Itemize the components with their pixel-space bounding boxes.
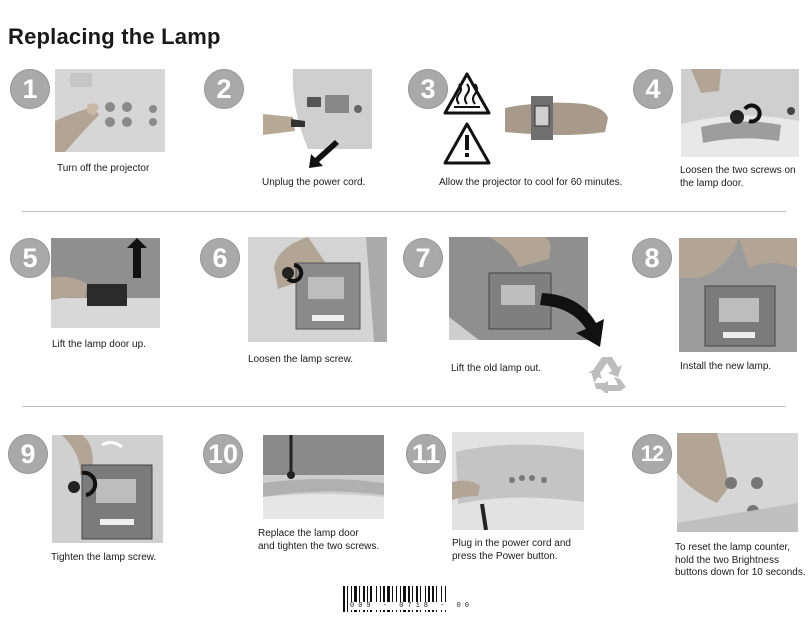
arrow-icon: [540, 293, 604, 347]
recycle-icon: [588, 357, 626, 393]
row-divider: [22, 211, 786, 212]
step-11-photo: [452, 432, 584, 530]
step-2-number: 2: [204, 69, 244, 109]
step-6-caption: Loosen the lamp screw.: [248, 354, 354, 365]
step-11-caption: Plug in the power cord and press the Pow…: [452, 538, 571, 563]
step-1-number: 1: [10, 69, 50, 109]
step-1-photo: [55, 69, 165, 152]
step-10-caption-line: and tighten the two screws.: [258, 540, 380, 552]
step-10-number: 10: [203, 434, 243, 474]
step-3-caption: Allow the projector to cool for 60 minut…: [439, 177, 623, 188]
step-8-caption: Install the new lamp.: [680, 361, 772, 372]
step-12-caption: To reset the lamp counter, hold the two …: [675, 542, 806, 580]
arrow-icon: [309, 140, 339, 168]
step-10-photo: [263, 435, 384, 519]
step-2-caption: Unplug the power cord.: [262, 177, 366, 188]
step-11-number: 11: [406, 434, 446, 474]
step-2-photo: [263, 69, 372, 149]
step-11-caption-line: press the Power button.: [452, 550, 558, 562]
step-12-photo: [677, 433, 798, 532]
step-3-photo: [505, 94, 608, 140]
step-10-caption: Replace the lamp door and tighten the tw…: [258, 528, 379, 553]
step-1-caption: Turn off the projector: [57, 163, 150, 174]
step-12-caption-line: buttons down for 10 seconds.: [675, 567, 806, 578]
step-7-caption: Lift the old lamp out.: [451, 363, 542, 374]
step-12-caption-line: hold the two Brightness: [675, 554, 779, 566]
step-12-caption-line: To reset the lamp counter,: [675, 542, 791, 553]
barcode-number: 009 - 0718 - 00: [348, 602, 476, 610]
row-divider: [22, 406, 786, 407]
step-4-caption-line: Loosen the two screws on: [680, 165, 796, 176]
page-title: Replacing the Lamp: [8, 24, 221, 49]
step-5-number: 5: [10, 238, 50, 278]
step-12-number: 12: [632, 434, 672, 474]
step-9-photo: [52, 435, 163, 543]
step-6-number: 6: [200, 238, 240, 278]
step-4-caption: Loosen the two screws on the lamp door.: [680, 165, 796, 190]
step-11-caption-line: Plug in the power cord and: [452, 538, 571, 549]
step-7-photo: [449, 237, 588, 340]
step-7-number: 7: [403, 238, 443, 278]
hot-surface-warning-icon: [443, 72, 491, 115]
barcode: [343, 586, 446, 612]
caution-warning-icon: [443, 122, 491, 165]
step-8-number: 8: [632, 238, 672, 278]
step-9-caption: Tighten the lamp screw.: [51, 552, 157, 563]
step-5-photo: [51, 238, 160, 328]
step-9-number: 9: [8, 434, 48, 474]
step-6-photo: [248, 237, 387, 342]
step-3-number: 3: [408, 69, 448, 109]
step-10-caption-line: Replace the lamp door: [258, 528, 359, 539]
step-4-photo: [681, 69, 799, 157]
step-8-photo: [679, 238, 797, 352]
step-4-number: 4: [633, 69, 673, 109]
step-4-caption-line: the lamp door.: [680, 177, 744, 189]
step-5-caption: Lift the lamp door up.: [52, 339, 146, 350]
